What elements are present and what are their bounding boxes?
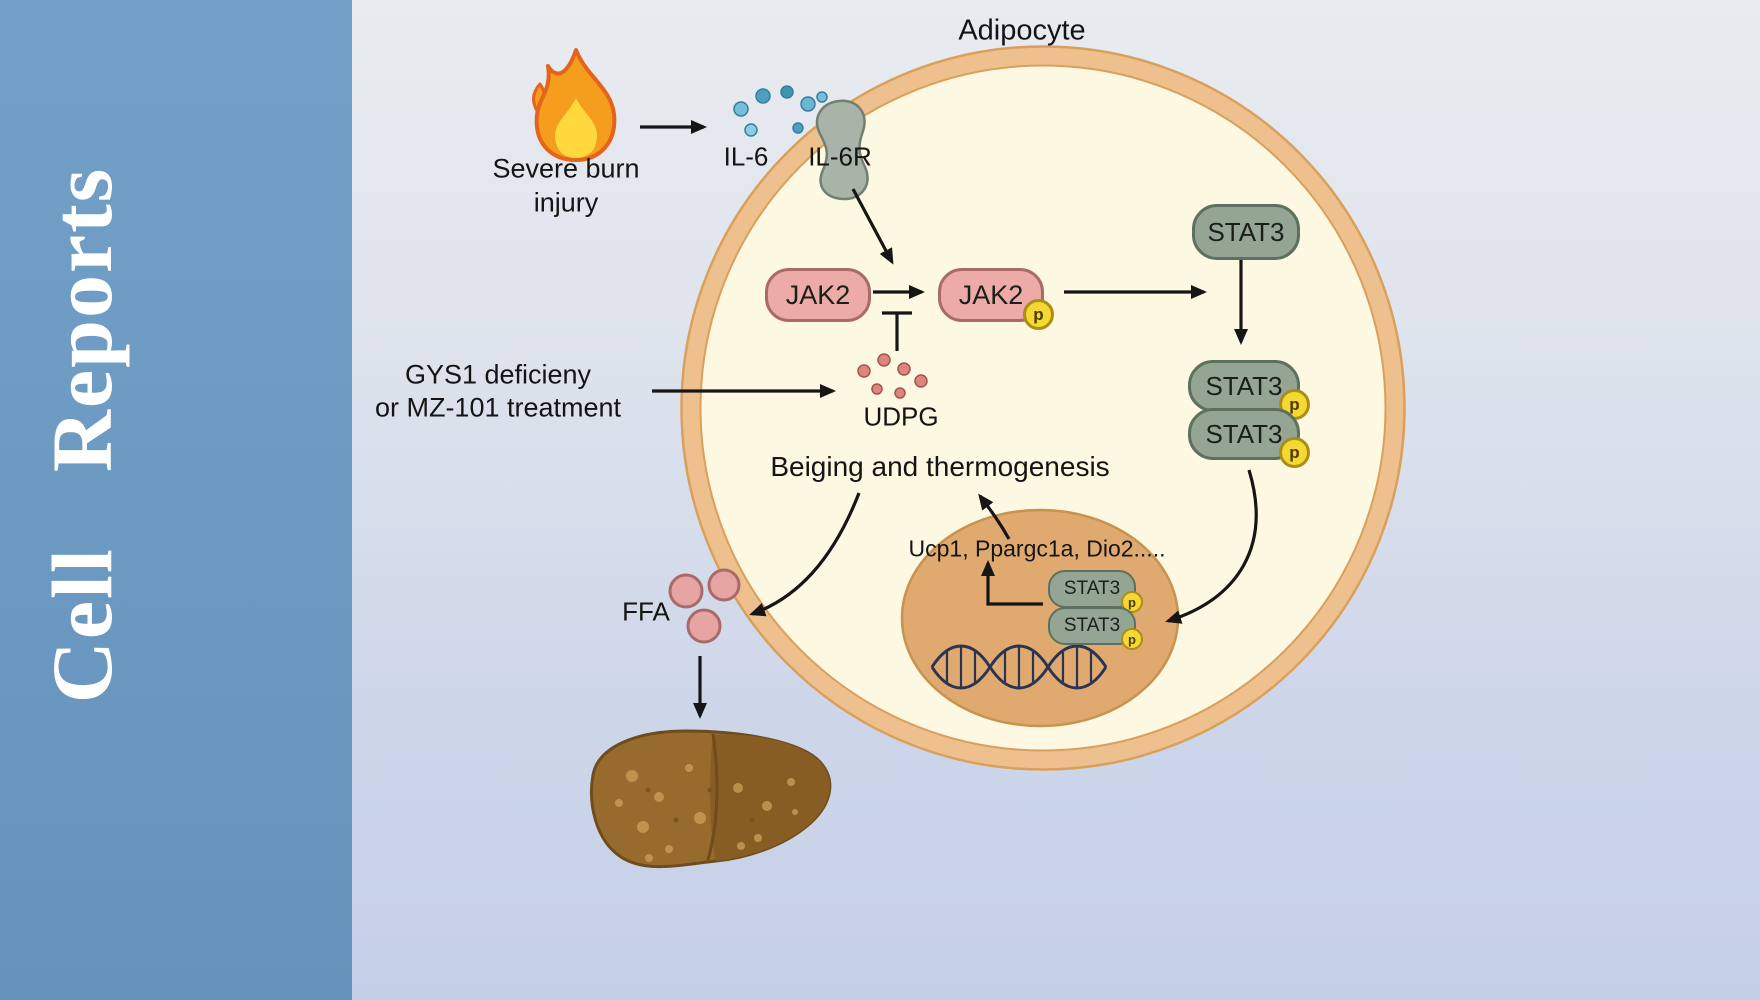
stat3-label: STAT3: [1063, 578, 1121, 599]
ffa-dots: [668, 568, 741, 644]
il6-ligand-dots: [733, 85, 828, 137]
cell-title: Adipocyte: [958, 14, 1086, 47]
phospho-badge: p: [1279, 437, 1310, 468]
stat3-phospho-dimer-bottom: STAT3 p: [1188, 408, 1310, 468]
jak2-molecule: JAK2: [765, 268, 871, 322]
jak2-label: JAK2: [958, 279, 1024, 310]
arrow-beiging-to-ffa: [749, 492, 861, 617]
nuclear-stat3-bottom: STAT3 p: [1048, 607, 1143, 650]
jak2-phospho-molecule: JAK2 p: [938, 268, 1054, 330]
stat3-label: STAT3: [1205, 370, 1283, 401]
target-genes-label: Ucp1, Ppargc1a, Dio2.....: [908, 535, 1166, 562]
stat3-label: STAT3: [1207, 216, 1285, 247]
il6r-label: IL-6R: [808, 141, 872, 172]
inhibition-tbar-udpg-jak2: [882, 311, 912, 351]
il6r-receptor-icon: [815, 99, 869, 201]
arrow-nucleus-to-genes: [981, 560, 1043, 606]
stat3-label: STAT3: [1063, 615, 1121, 636]
stimulus-label-line1: Severe burn: [492, 153, 640, 184]
arrow-stat3p-to-nucleus: [1165, 469, 1258, 624]
intervention-label-line2: or MZ-101 treatment: [374, 392, 622, 423]
journal-sidebar: Cell Reports: [0, 0, 352, 1000]
fire-icon: [532, 48, 617, 162]
udpg-dots: [857, 353, 928, 399]
nuclear-stat3-top: STAT3 p: [1048, 570, 1143, 613]
stimulus-label-line2: injury: [533, 187, 599, 218]
intervention-label-line1: GYS1 deficieny: [404, 359, 592, 390]
beiging-label: Beiging and thermogenesis: [770, 451, 1110, 482]
phospho-badge: p: [1023, 299, 1054, 330]
stat3-phospho-dimer-top: STAT3 p: [1188, 360, 1310, 420]
dna-icon: [930, 644, 1108, 690]
arrow-il6r-to-jak2: [851, 188, 894, 265]
jak2-label: JAK2: [785, 279, 851, 310]
arrow-nucleus-to-beiging: [978, 493, 1011, 540]
stat3-molecule: STAT3: [1192, 204, 1300, 260]
phospho-badge: p: [1121, 591, 1143, 613]
udpg-label: UDPG: [863, 401, 939, 432]
il6-label: IL-6: [723, 141, 769, 172]
liver-icon: [589, 729, 832, 869]
stat3-label: STAT3: [1205, 418, 1283, 449]
ffa-label: FFA: [622, 596, 670, 627]
phospho-badge: p: [1121, 628, 1143, 650]
